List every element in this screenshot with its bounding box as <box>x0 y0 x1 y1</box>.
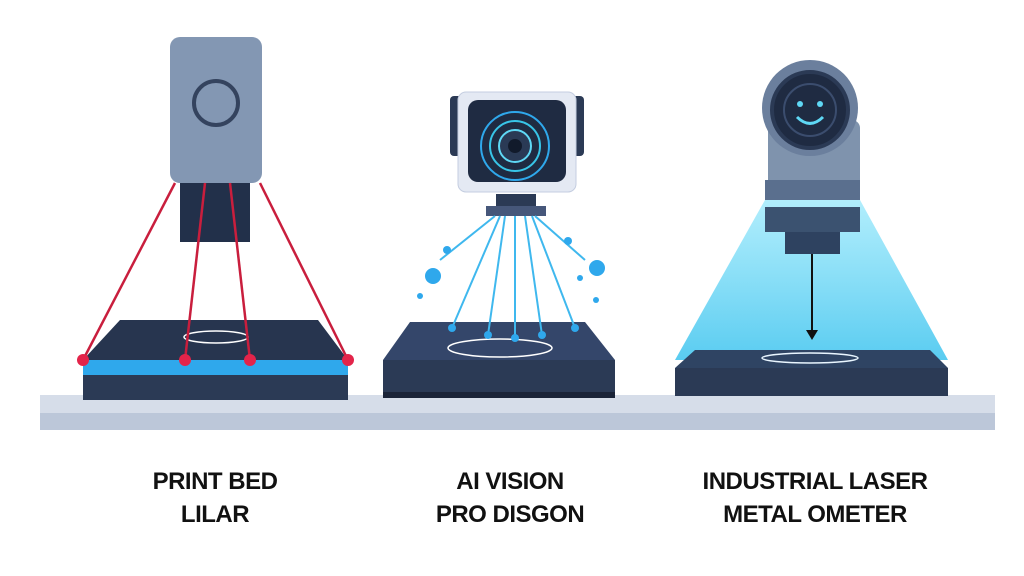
label-line-2: PRO DISGON <box>435 501 585 528</box>
label-line-2: METAL OMETER <box>723 501 907 528</box>
shelf <box>40 395 995 430</box>
label-line-2: LILAR <box>180 501 250 528</box>
label-line-1: AI VISION <box>456 468 564 495</box>
label-line-1: INDUSTRIAL LASER <box>702 468 928 495</box>
device-label-industrial-laser: INDUSTRIAL LASER METAL OMETER <box>670 465 960 531</box>
device-label-ai-vision: AI VISION PRO DISGON <box>390 465 630 531</box>
ai-camera-icon <box>383 91 615 398</box>
label-line-1: PRINT BED <box>152 468 278 495</box>
device-label-print-bed-lidar: PRINT BED LILAR <box>95 465 335 531</box>
laser-scanner-icon <box>675 60 948 396</box>
lidar-scanner-icon <box>77 37 354 400</box>
